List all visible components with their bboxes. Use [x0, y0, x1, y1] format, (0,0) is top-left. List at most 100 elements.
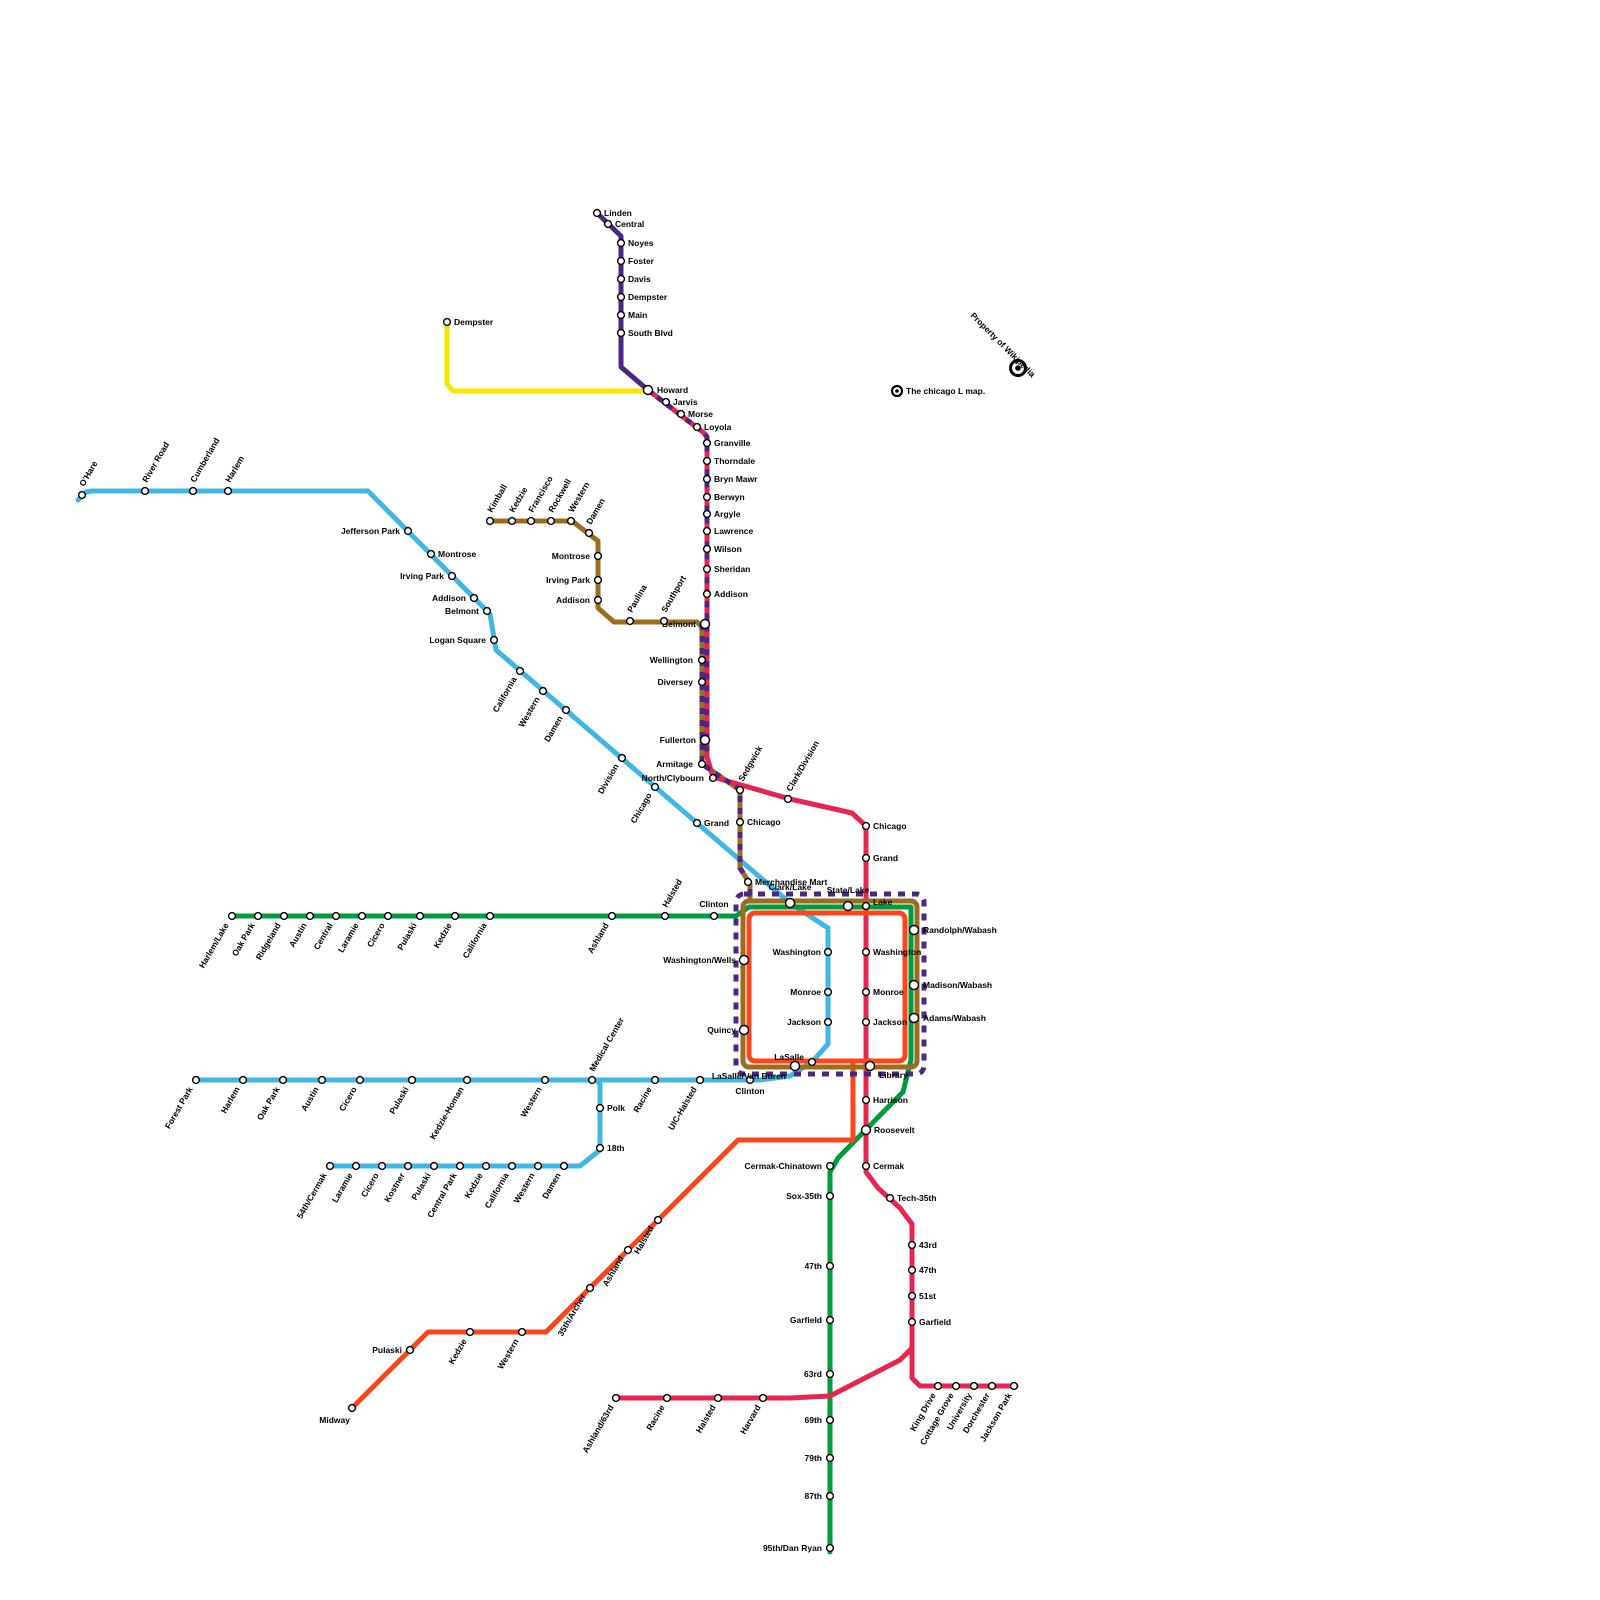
- station-label-addison: Addison: [432, 593, 466, 603]
- station-69th: [825, 1415, 835, 1425]
- station-austin: [317, 1075, 327, 1085]
- station-south-blvd: [616, 328, 626, 338]
- station-63rd: [825, 1369, 835, 1379]
- station-label-grand: Grand: [873, 853, 898, 863]
- station-davis: [616, 274, 626, 284]
- station-armitage: [697, 759, 707, 769]
- station-label-54th-cermak: 54th/Cermak: [295, 1171, 329, 1220]
- station-label-library: Library: [879, 1070, 908, 1080]
- station-monroe: [861, 987, 871, 997]
- station-cumberland: [188, 486, 198, 496]
- station-label-argyle: Argyle: [714, 509, 741, 519]
- station-label-madison-wabash: Madison/Wabash: [923, 980, 992, 990]
- line-purple-express-north: [646, 388, 710, 757]
- line-red-line-jackson-park-branch: [909, 1345, 1019, 1389]
- station-label-adams-wabash: Adams/Wabash: [923, 1013, 986, 1023]
- station-king-drive: [933, 1381, 943, 1391]
- annotation-1: Property of Wikipedia: [969, 310, 1038, 379]
- station-tech-35th: [885, 1193, 895, 1203]
- station-garfield: [907, 1317, 917, 1327]
- station-western: [517, 1327, 527, 1337]
- station-label-jefferson-park: Jefferson Park: [341, 526, 400, 536]
- station-polk: [595, 1103, 605, 1113]
- station-label-damen: Damen: [540, 1171, 563, 1201]
- station-foster: [616, 256, 626, 266]
- station-california: [485, 911, 495, 921]
- station-label-western: Western: [518, 1085, 543, 1119]
- station-label-california: California: [460, 921, 488, 960]
- station-pulaski: [415, 911, 425, 921]
- station-austin: [305, 911, 315, 921]
- station-forest-park: [191, 1075, 201, 1085]
- station-merchandise-mart: [743, 877, 753, 887]
- station-jackson: [823, 1017, 833, 1027]
- station-clinton: [709, 911, 719, 921]
- station-kimball: [485, 516, 495, 526]
- station-label-washington: Washington: [773, 947, 821, 957]
- station-label-clinton: Clinton: [735, 1086, 764, 1096]
- station-label-clinton: Clinton: [699, 899, 728, 909]
- station-label-foster: Foster: [628, 256, 655, 266]
- station-79th: [825, 1453, 835, 1463]
- station-label-morse: Morse: [688, 409, 713, 419]
- station-label-pulaski: Pulaski: [395, 921, 419, 952]
- station-river-road: [140, 486, 150, 496]
- station-label-austin: Austin: [287, 921, 309, 949]
- station-label-63rd: 63rd: [804, 1369, 822, 1379]
- station-ridgeland: [279, 911, 289, 921]
- station-morse: [676, 409, 686, 419]
- station-bryn-mawr: [702, 474, 712, 484]
- station-cottage-grove: [951, 1381, 961, 1391]
- station-label-uic-halsted: UIC-Halsted: [666, 1085, 699, 1132]
- station-label-monroe: Monroe: [790, 987, 821, 997]
- station-cicero: [383, 911, 393, 921]
- station-label-roosevelt: Roosevelt: [874, 1125, 915, 1135]
- station-harlem: [238, 1075, 248, 1085]
- station-label-harvard: Harvard: [738, 1403, 763, 1436]
- station-label-harrison: Harrison: [873, 1095, 908, 1105]
- station-95th-dan-ryan: [825, 1543, 835, 1553]
- station-label-main: Main: [628, 310, 647, 320]
- station-francisco: [526, 516, 536, 526]
- station-irving-park: [593, 575, 603, 585]
- station-label-tech-35th: Tech-35th: [897, 1193, 937, 1203]
- station-argyle: [702, 509, 712, 519]
- station-label-47th: 47th: [919, 1265, 936, 1275]
- station-division: [617, 753, 627, 763]
- station-label-california: California: [490, 675, 518, 714]
- station-pulaski: [429, 1161, 439, 1171]
- station-label-cicero: Cicero: [365, 921, 387, 949]
- station-label-cermak: Cermak: [873, 1161, 904, 1171]
- station-label-howard: Howard: [657, 385, 688, 395]
- station-western: [566, 516, 576, 526]
- loop-purple-express: [733, 891, 927, 1077]
- station-label-ashland: Ashland: [585, 921, 610, 955]
- station-southport: [659, 616, 669, 626]
- station-university: [969, 1381, 979, 1391]
- station-cicero: [377, 1161, 387, 1171]
- station-loyola: [692, 422, 702, 432]
- station-label-granville: Granville: [714, 438, 751, 448]
- station-state-lake: [842, 900, 854, 912]
- station-kedzie: [450, 911, 460, 921]
- station-label-belmont: Belmont: [445, 606, 479, 616]
- station-dempster: [616, 292, 626, 302]
- station-kostner: [403, 1161, 413, 1171]
- station-label-cumberland: Cumberland: [188, 436, 221, 484]
- station-chicago: [650, 782, 660, 792]
- station-garfield: [825, 1315, 835, 1325]
- annotation-2: The chicago L map.: [906, 386, 985, 396]
- station-montrose: [426, 549, 436, 559]
- station-laramie: [357, 911, 367, 921]
- station-adams-wabash: [908, 1012, 920, 1024]
- station-harrison: [861, 1095, 871, 1105]
- station-washington-wells: [738, 954, 750, 966]
- station-addison: [593, 595, 603, 605]
- station-label-kimball: Kimball: [485, 482, 509, 514]
- station-addison: [702, 589, 712, 599]
- station-thorndale: [702, 456, 712, 466]
- station-label-montrose: Montrose: [438, 549, 477, 559]
- station-label-division: Division: [596, 762, 621, 796]
- loop-orange: [746, 910, 908, 1064]
